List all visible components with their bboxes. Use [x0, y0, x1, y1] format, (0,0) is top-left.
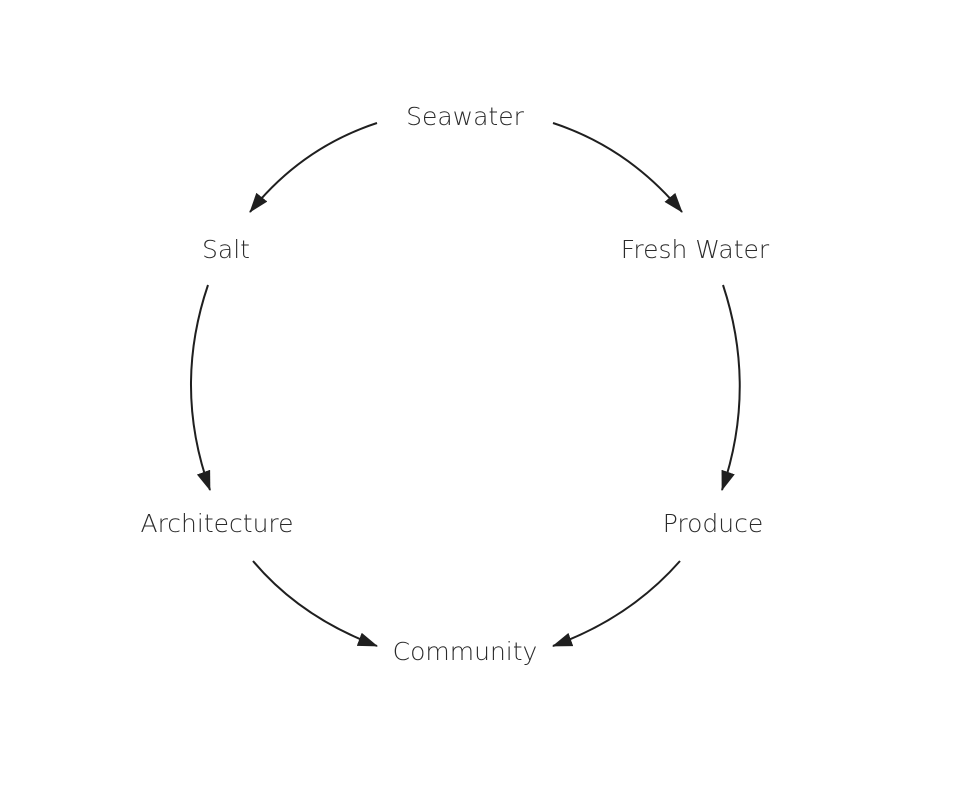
- edge-seawater-to-salt: [249, 122, 378, 213]
- node-fresh-water: Fresh Water: [621, 235, 770, 264]
- edge-salt-to-architecture: [190, 284, 211, 491]
- edge-fresh-water-to-produce: [721, 284, 741, 491]
- edge-architecture-to-community: [252, 560, 378, 647]
- node-seawater: Seawater: [406, 102, 525, 131]
- edge-produce-to-community: [552, 560, 681, 647]
- node-architecture: Architecture: [140, 509, 293, 538]
- node-produce: Produce: [663, 509, 764, 538]
- node-community: Community: [393, 637, 538, 666]
- node-salt: Salt: [202, 235, 250, 264]
- edge-seawater-to-fresh-water: [552, 122, 683, 213]
